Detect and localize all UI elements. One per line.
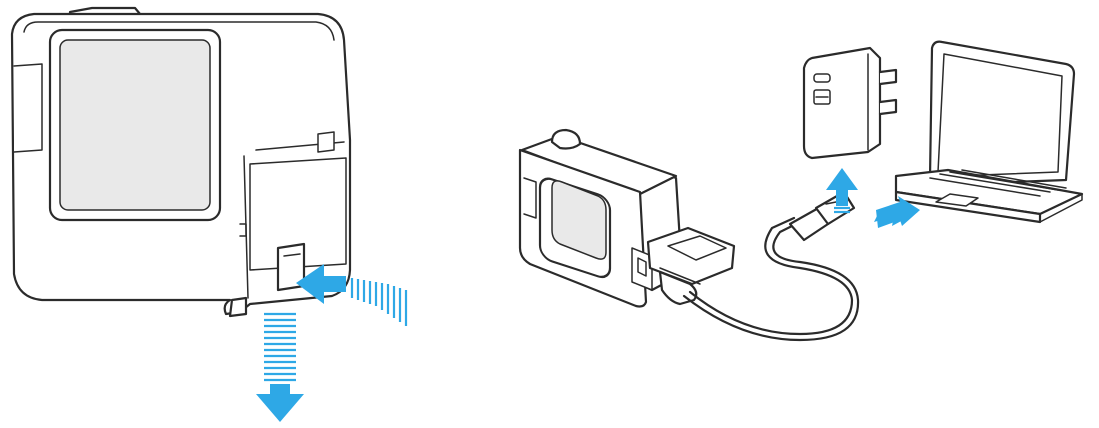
door-removal-panel (10, 6, 408, 422)
laptop-icon (894, 40, 1084, 224)
charging-connection-panel (518, 40, 1084, 342)
camera-icon (518, 128, 736, 308)
door-slide-down-arrow-icon (256, 312, 304, 422)
release-push-arrow-icon (296, 264, 408, 326)
wall-adapter-icon (802, 46, 898, 160)
arrow-right-icon (874, 196, 920, 228)
arrow-up-icon (826, 168, 858, 214)
camera-back-icon (10, 6, 352, 318)
